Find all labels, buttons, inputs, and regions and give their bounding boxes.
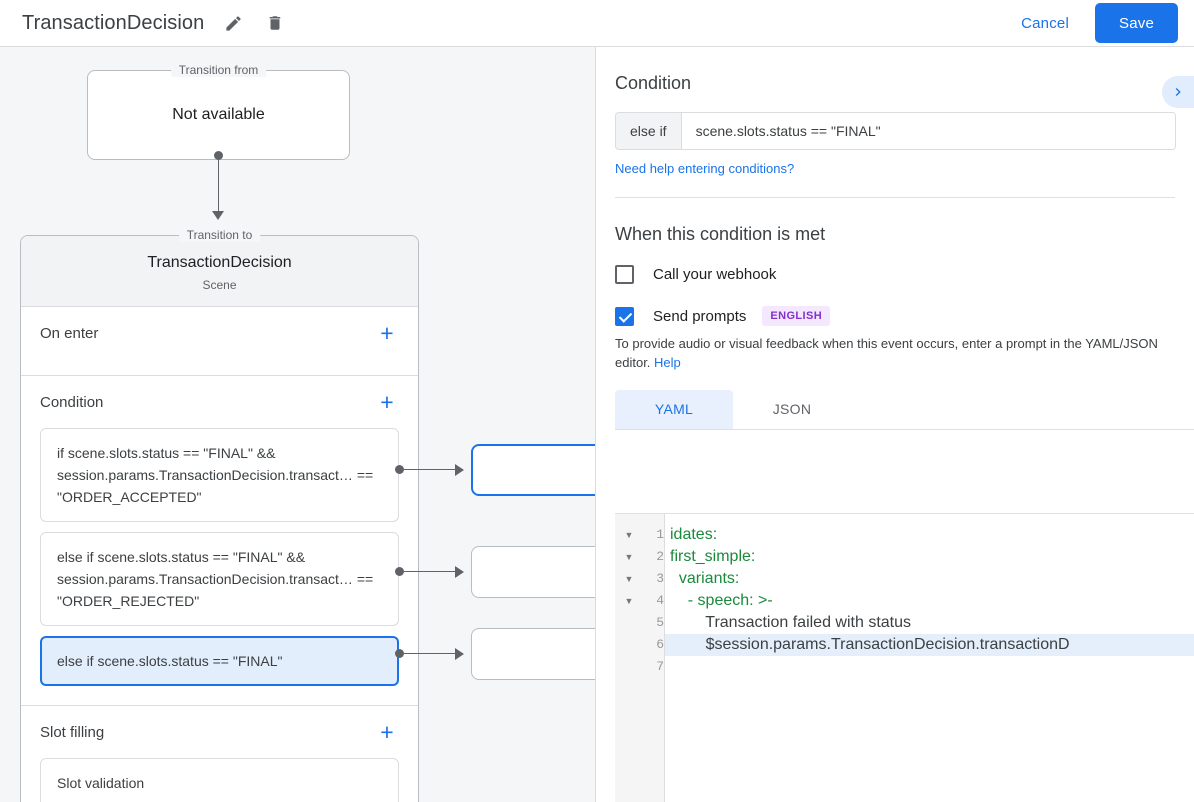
target-node-1[interactable] [471, 444, 595, 496]
prompts-description-text: To provide audio or visual feedback when… [615, 336, 1158, 370]
condition-help-link[interactable]: Need help entering conditions? [615, 161, 795, 176]
trash-icon[interactable] [262, 10, 288, 36]
transition-from-legend: Transition from [170, 63, 267, 77]
add-condition-icon[interactable]: + [380, 388, 394, 415]
fold-spacer [615, 656, 643, 678]
edge-line-condition-3 [404, 653, 455, 654]
connector-dot-from [214, 151, 223, 160]
topbar-actions: Cancel Save [1011, 3, 1194, 43]
edge-line-condition-1 [404, 469, 455, 470]
page-title: TransactionDecision [22, 11, 205, 34]
fold-toggle-icon[interactable]: ▼ [624, 552, 634, 562]
line-number: 4 [656, 593, 664, 608]
line-number: 1 [656, 527, 664, 542]
fold-spacer [615, 634, 643, 656]
yaml-editor[interactable]: ▼ ▼ ▼ ▼ 1 2 3 4 5 6 7 idates: first_simple: varian… [615, 513, 1194, 802]
editor-code-area[interactable]: idates: first_simple: variants: - speech:… [665, 514, 1194, 802]
panel-divider [615, 197, 1175, 198]
section-title-slot-filling: Slot filling [40, 723, 105, 741]
transition-to-node[interactable]: Transition to TransactionDecision Scene [21, 228, 418, 307]
transition-from-node[interactable]: Transition from Not available [87, 63, 350, 160]
webhook-label: Call your webhook [653, 266, 777, 283]
code-line[interactable]: first_simple: [670, 548, 756, 565]
add-on-enter-icon[interactable]: + [380, 319, 394, 346]
send-prompts-checkbox[interactable] [615, 306, 634, 326]
send-prompts-checkbox-row[interactable]: Send prompts ENGLISH [615, 306, 1175, 326]
details-panel: Condition else if Need help entering con… [595, 46, 1194, 802]
when-met-heading: When this condition is met [615, 224, 826, 244]
line-number: 5 [656, 615, 664, 630]
scene-subtitle: Scene [202, 278, 237, 292]
condition-card[interactable]: else if scene.slots.status == "FINAL" &&… [40, 532, 399, 626]
edge-dot-condition-2 [395, 567, 404, 576]
target-node-3[interactable] [471, 628, 595, 680]
condition-card[interactable]: if scene.slots.status == "FINAL" && sess… [40, 428, 399, 522]
section-condition: Condition + if scene.slots.status == "FI… [21, 376, 418, 706]
line-number: 2 [656, 549, 664, 564]
scene-panel: Transition to TransactionDecision Scene … [20, 228, 419, 802]
code-line[interactable]: - speech: >- [670, 592, 773, 609]
condition-heading: Condition [615, 73, 692, 93]
connector-arrow-down [212, 211, 224, 220]
editor-format-tabs: YAML JSON [615, 390, 1194, 430]
fold-toggle-icon[interactable]: ▼ [624, 530, 634, 540]
prompts-help-link[interactable]: Help [654, 355, 681, 370]
fold-toggle-icon[interactable]: ▼ [624, 574, 634, 584]
code-line[interactable] [665, 656, 1194, 678]
flow-canvas[interactable]: Transition from Not available Transition… [0, 46, 595, 802]
when-condition-met-section: When this condition is met Call your web… [596, 198, 1194, 430]
condition-section: Condition else if Need help entering con… [596, 47, 1194, 198]
prompts-description: To provide audio or visual feedback when… [615, 334, 1175, 372]
slot-validation-card[interactable]: Slot validation [40, 758, 399, 802]
section-header-on-enter: On enter + [40, 307, 399, 359]
language-badge: ENGLISH [762, 306, 831, 326]
edge-arrow-condition-2 [455, 566, 464, 578]
edge-arrow-condition-3 [455, 648, 464, 660]
section-slot-filling: Slot filling + Slot validation [21, 706, 418, 802]
line-number: 6 [656, 637, 664, 652]
send-prompts-label: Send prompts [653, 307, 747, 325]
edge-dot-condition-1 [395, 465, 404, 474]
target-node-2[interactable] [471, 546, 595, 598]
code-line[interactable]: idates: [670, 526, 718, 543]
tab-yaml[interactable]: YAML [615, 390, 733, 429]
section-title-condition: Condition [40, 393, 104, 411]
section-header-slot-filling: Slot filling + [40, 706, 399, 758]
scene-title: TransactionDecision [147, 254, 292, 271]
condition-prefix-label: else if [616, 113, 682, 149]
fold-toggle-icon[interactable]: ▼ [624, 596, 634, 606]
cancel-button[interactable]: Cancel [1011, 7, 1079, 40]
line-number: 7 [656, 659, 664, 674]
edge-line-condition-2 [404, 571, 455, 572]
top-bar: TransactionDecision Cancel Save [0, 0, 1194, 46]
section-on-enter: On enter + [21, 307, 418, 376]
code-line[interactable]: $session.params.TransactionDecision.tran… [665, 634, 1194, 656]
webhook-checkbox-row[interactable]: Call your webhook [615, 265, 1175, 284]
condition-card-selected[interactable]: else if scene.slots.status == "FINAL" [40, 636, 399, 686]
fold-spacer [615, 612, 643, 634]
chevron-right-icon[interactable] [1162, 76, 1194, 108]
editor-line-numbers: 1 2 3 4 5 6 7 [643, 514, 665, 802]
save-button[interactable]: Save [1095, 3, 1178, 43]
add-slot-filling-icon[interactable]: + [380, 718, 394, 745]
editor-fold-column: ▼ ▼ ▼ ▼ [615, 514, 643, 802]
tab-json[interactable]: JSON [772, 401, 812, 417]
code-line[interactable]: variants: [670, 570, 740, 587]
edit-pencil-icon[interactable] [220, 10, 246, 36]
transition-to-legend: Transition to [178, 228, 261, 242]
code-line[interactable]: Transaction failed with status [670, 614, 911, 631]
condition-input-row[interactable]: else if [615, 112, 1176, 150]
transition-from-value: Not available [172, 106, 265, 123]
webhook-checkbox[interactable] [615, 265, 634, 284]
section-title-on-enter: On enter [40, 324, 99, 342]
edge-arrow-condition-1 [455, 464, 464, 476]
edge-dot-condition-3 [395, 649, 404, 658]
line-number: 3 [656, 571, 664, 586]
section-header-condition: Condition + [40, 376, 399, 428]
connector-line-vertical [218, 156, 219, 213]
condition-expression-input[interactable] [681, 113, 1175, 149]
